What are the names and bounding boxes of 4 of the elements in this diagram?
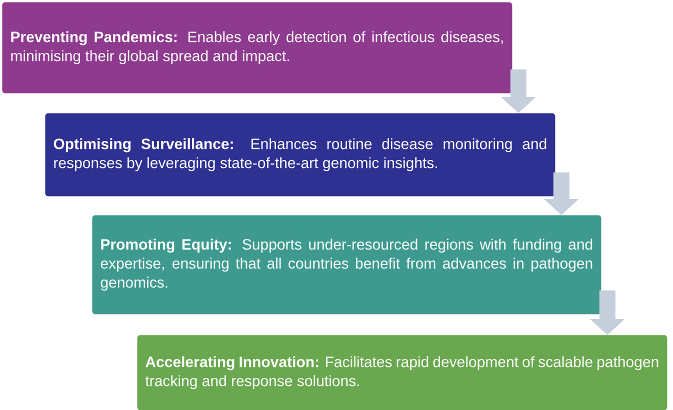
text-box: Promoting Equity: Supports under-resourced regions with funding and expertise, ensuring that all countries benefit from advances in pathogen genomics. <box>92 215 602 314</box>
text-box: Preventing Pandemics: Enables early detection of infectious diseases, minimising their global spread and impact. <box>2 2 512 94</box>
text-box: Accelerating Innovation: Facilitates rapid development of scalable pathogen tracking and response solutions. <box>137 335 668 410</box>
text-box: Optimising Surveillance: Enhances routine disease monitoring and responses by leveraging state-of-the-art genomic insights. <box>45 113 556 196</box>
